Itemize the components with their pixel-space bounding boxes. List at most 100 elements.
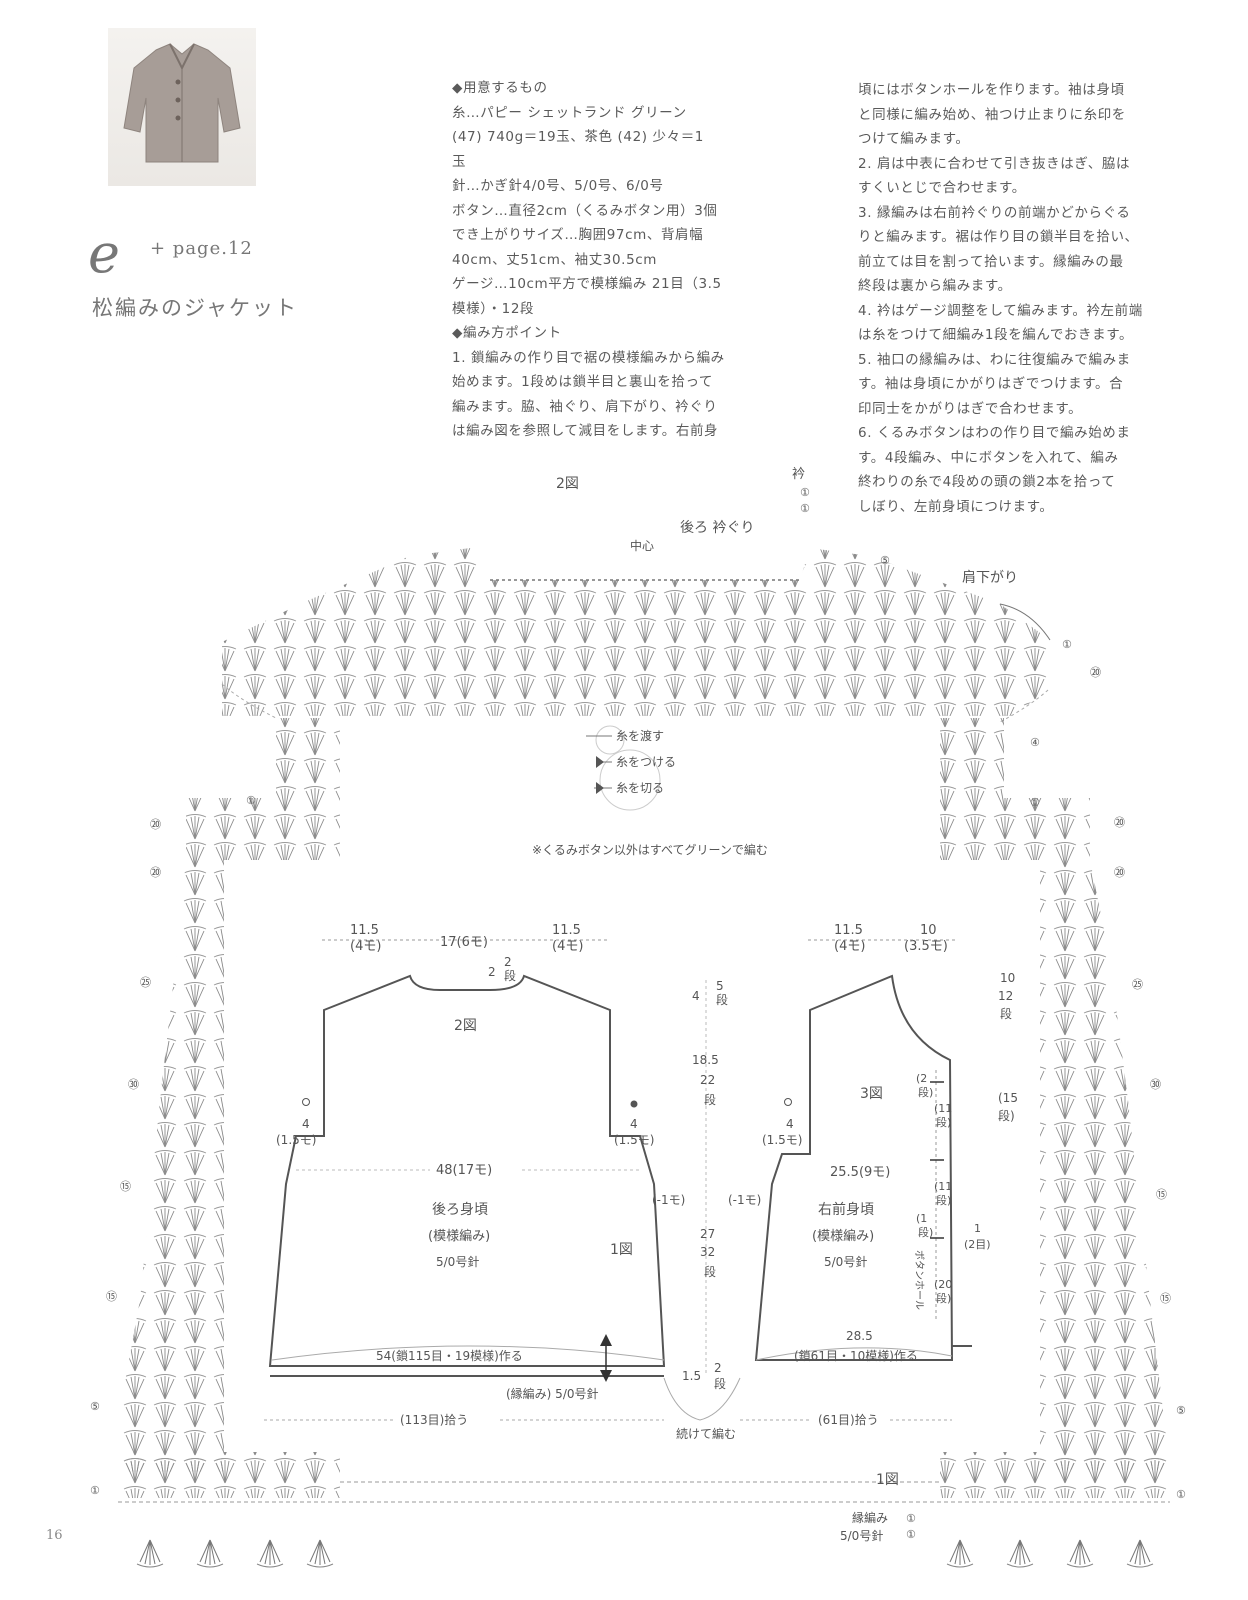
front-b1b: 段) xyxy=(918,1085,933,1099)
back-neck-dan: 段 xyxy=(504,968,516,983)
back-chest: 48(17モ) xyxy=(436,1163,492,1178)
row-marker: ⑮ xyxy=(1156,1188,1167,1201)
front-side2: (2目) xyxy=(964,1238,991,1251)
instruction-line: ◆用意するもの xyxy=(452,80,548,96)
instruction-line: ◆編み方ポイント xyxy=(452,325,562,341)
back-neck-v2: 2 xyxy=(504,955,512,969)
back-top-right: 11.5 xyxy=(552,923,581,938)
row-marker: ⑮ xyxy=(120,1180,131,1193)
row-marker: ⑳ xyxy=(150,818,161,831)
back-top-right-m: (4モ) xyxy=(552,939,583,954)
left-armhole-chart xyxy=(276,718,340,798)
v2-dan: 22 xyxy=(700,1073,715,1087)
instructions-column-2: 頃にはボタンホールを作ります。袖は身頃 と同様に編み始め、袖つけ止まりに糸印を … xyxy=(858,78,1204,519)
back-stitch: (模様編み) xyxy=(428,1228,490,1244)
instruction-line: すくいとじで合わせます。 xyxy=(858,180,1026,196)
v3-dan2: 段 xyxy=(704,1264,716,1279)
instruction-line: 6. くるみボタンはわの作り目で編み始めま xyxy=(858,425,1131,441)
v1-dan: 5 xyxy=(716,979,724,993)
front-chest: 25.5(9モ) xyxy=(830,1165,890,1180)
instruction-line: 前立ては目を割って拾います。縁編みの最 xyxy=(858,253,1124,270)
page-reference: + page.12 xyxy=(150,238,253,259)
front-b3: (11 xyxy=(934,1180,952,1193)
back-neckline-label: 後ろ 衿ぐり xyxy=(680,520,754,536)
jacket-photo xyxy=(108,28,256,186)
instruction-line: 印同士をかがりはぎで合わせます。 xyxy=(858,400,1083,417)
row-marker: ⑮ xyxy=(1160,1292,1171,1305)
bottom-edge: 縁編み xyxy=(852,1510,888,1525)
instruction-line: す。4段編み、中にボタンを入れて、編み xyxy=(858,449,1119,466)
instruction-line: 終わりの糸で4段めの頭の鎖2本を拾って xyxy=(858,474,1116,490)
row-marker: ① xyxy=(1030,796,1040,809)
back-neck-v: 2 xyxy=(488,965,496,979)
instruction-line: す。袖は身頃にかがりはぎでつけます。合 xyxy=(858,376,1124,392)
continue-label: 続けて編む xyxy=(676,1426,736,1441)
back-armhole-right: 4 xyxy=(630,1117,638,1131)
front-base2: (鎖61目・10模様)作る xyxy=(794,1348,918,1363)
back-fig1: 1図 xyxy=(610,1242,633,1258)
row-marker: ⑮ xyxy=(106,1290,117,1303)
back-name: 後ろ身頃 xyxy=(432,1202,488,1218)
v1-dan2: 段 xyxy=(716,992,728,1007)
front-neck-h2: 12 xyxy=(998,989,1013,1003)
row-marker: ㉚ xyxy=(128,1078,139,1091)
front-stitch: (模様編み) xyxy=(812,1228,874,1244)
back-top-left-m: (4モ) xyxy=(350,939,381,954)
front-fig3: 3図 xyxy=(860,1086,883,1102)
center-label: 中心 xyxy=(630,538,654,553)
instruction-line: 糸…パピー シェットランド グリーン xyxy=(452,104,687,121)
instructions-column-1: ◆用意するもの 糸…パピー シェットランド グリーン (47) 740g＝19玉… xyxy=(452,76,808,444)
right-armhole-chart xyxy=(940,718,1004,798)
instruction-line: 5. 袖口の縁編みは、わに往復編みで編みま xyxy=(858,351,1131,368)
right-border-chart xyxy=(1040,860,1170,1470)
front-b4b: 段) xyxy=(918,1225,933,1239)
left-side-chart xyxy=(186,798,340,860)
front-top-left-m: (4モ) xyxy=(834,939,865,954)
instruction-line: 頃にはボタンホールを作ります。袖は身頃 xyxy=(858,82,1125,98)
front-side1: 1 xyxy=(974,1222,981,1235)
front-armhole: 4 xyxy=(786,1117,794,1131)
back-armhole-left-m: (1.5モ) xyxy=(276,1133,316,1147)
legend-carry-yarn: 糸を渡す xyxy=(616,728,664,743)
row-marker: ① xyxy=(90,1484,100,1497)
instruction-line: は糸をつけて細編み1段を編んでおきます。 xyxy=(858,327,1134,343)
instruction-line: 模様）・12段 xyxy=(452,300,535,317)
row-marker: ① xyxy=(800,486,810,499)
row-marker: ⑤ xyxy=(1176,1404,1186,1417)
v4-dan2: 段 xyxy=(714,1376,726,1391)
row-marker: ㉕ xyxy=(140,976,151,989)
back-dec: (-1モ) xyxy=(652,1193,685,1207)
legend-cut-yarn: 糸を切る xyxy=(616,781,664,795)
row-marker: ① xyxy=(246,794,256,807)
pattern-title: 松編みのジャケット xyxy=(92,296,298,320)
jacket-illustration xyxy=(123,43,241,163)
left-border-chart xyxy=(118,860,224,1472)
front-top-right-m: (3.5モ) xyxy=(904,939,948,954)
collar-label: 衿 xyxy=(792,467,805,482)
front-b3b: 段) xyxy=(936,1193,951,1207)
back-armhole-right-m: (1.5モ) xyxy=(614,1133,654,1147)
back-needle: 5/0号針 xyxy=(436,1254,479,1269)
front-armhole-m: (1.5モ) xyxy=(762,1133,802,1147)
legend-attach-yarn: 糸をつける xyxy=(616,755,676,769)
back-armhole-left: 4 xyxy=(302,1117,310,1131)
front-base: 28.5 xyxy=(846,1329,873,1343)
instruction-line: 始めます。1段めは鎖半目と裏山を拾って xyxy=(452,374,713,390)
v4: 1.5 xyxy=(682,1369,701,1383)
instruction-line: しぼり、左前身頃につけます。 xyxy=(858,498,1054,515)
fig2-label: 2図 xyxy=(556,476,579,492)
front-dec: (-1モ) xyxy=(728,1193,761,1207)
bottom-needle: 5/0号針 xyxy=(840,1528,883,1543)
right-side-chart xyxy=(940,798,1090,860)
bottom-fig1: 1図 xyxy=(876,1472,899,1488)
front-buttonhole: ボタンホール xyxy=(913,1250,925,1310)
instruction-line: 2. 肩は中表に合わせて引き抜きはぎ、脇は xyxy=(858,155,1131,172)
instruction-line: ゲージ…10cm平方で模様編み 21目（3.5 xyxy=(452,276,722,292)
front-top-right: 10 xyxy=(920,923,937,938)
instruction-line: 終段は裏から編みます。 xyxy=(858,278,1012,294)
front-neck-h1: 10 xyxy=(1000,971,1015,985)
yoke-chart xyxy=(222,548,1050,716)
v1: 4 xyxy=(692,989,700,1003)
row-marker: ⑳ xyxy=(1114,866,1125,879)
